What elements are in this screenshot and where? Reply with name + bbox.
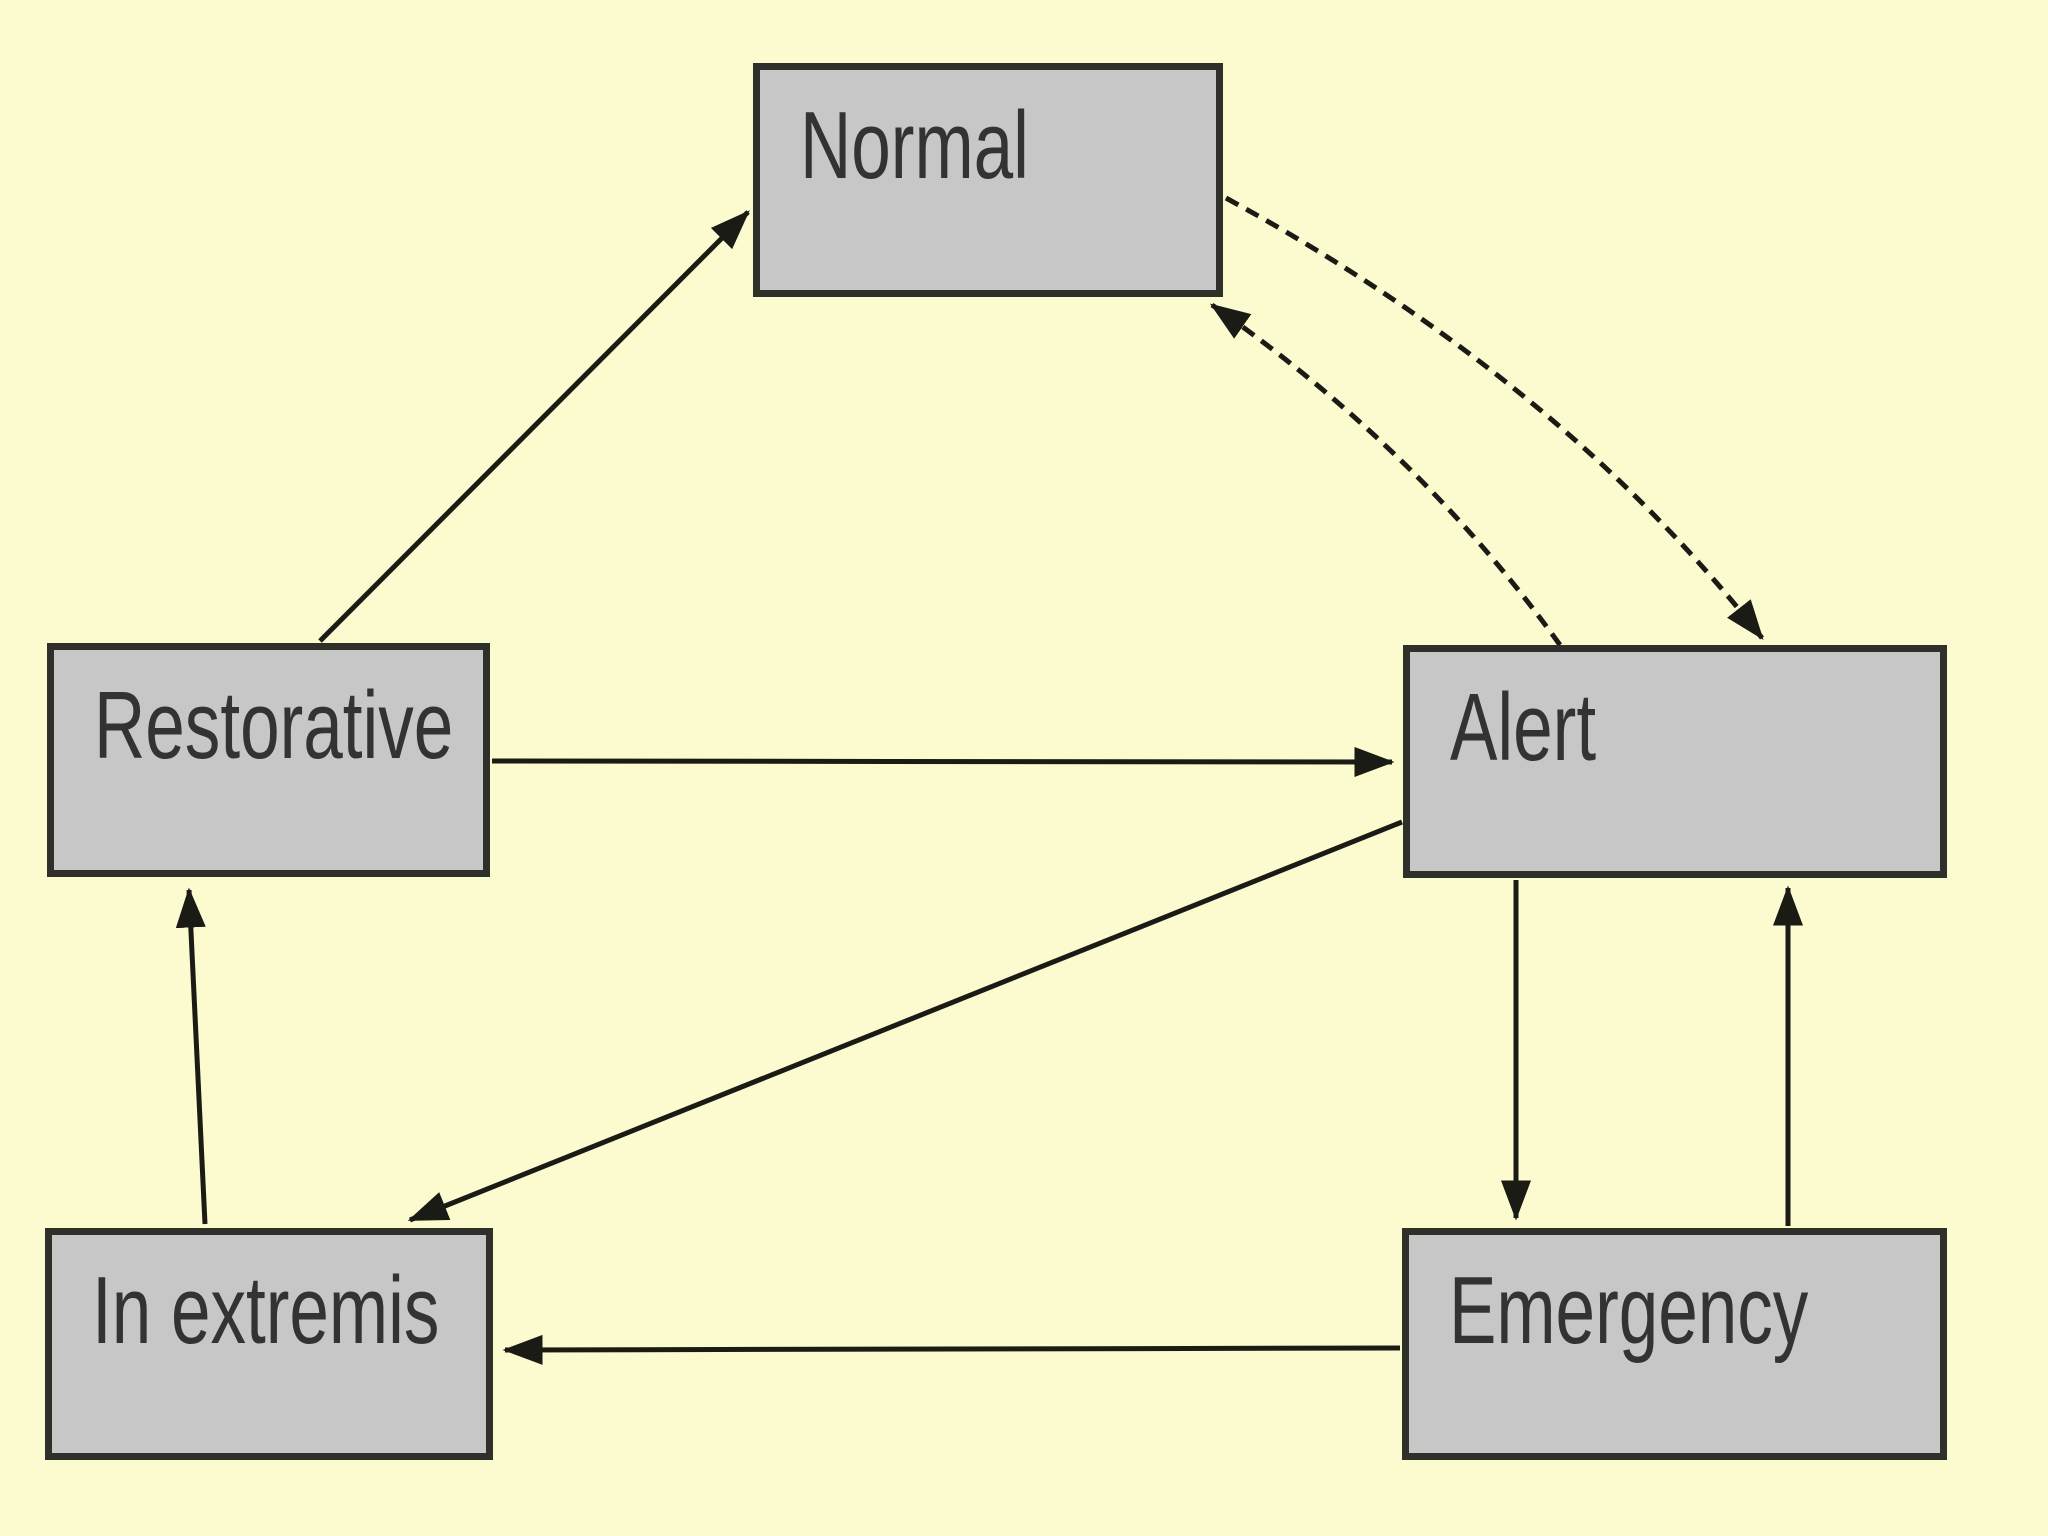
state-label-alert: Alert — [1450, 674, 1597, 781]
state-label-emergency: Emergency — [1449, 1257, 1809, 1364]
arrow-alert-to-normal — [1209, 302, 1563, 647]
state-box-alert: Alert — [1403, 645, 1947, 878]
state-box-emergency: Emergency — [1402, 1228, 1947, 1460]
state-box-normal: Normal — [753, 63, 1223, 297]
state-box-restorative: Restorative — [47, 643, 490, 877]
arrow-emergency-to-in-extremis — [502, 1334, 1401, 1365]
arrow-alert-to-in-extremis — [407, 819, 1403, 1223]
arrow-restorative-to-normal — [318, 210, 750, 643]
state-label-restorative: Restorative — [94, 672, 454, 779]
arrow-restorative-to-alert — [491, 746, 1395, 777]
state-label-in-extremis: In extremis — [92, 1257, 440, 1364]
arrow-normal-to-alert — [1224, 195, 1764, 640]
state-label-normal: Normal — [800, 92, 1029, 199]
arrow-in-extremis-to-restorative — [175, 887, 208, 1225]
state-box-in-extremis: In extremis — [45, 1228, 493, 1460]
